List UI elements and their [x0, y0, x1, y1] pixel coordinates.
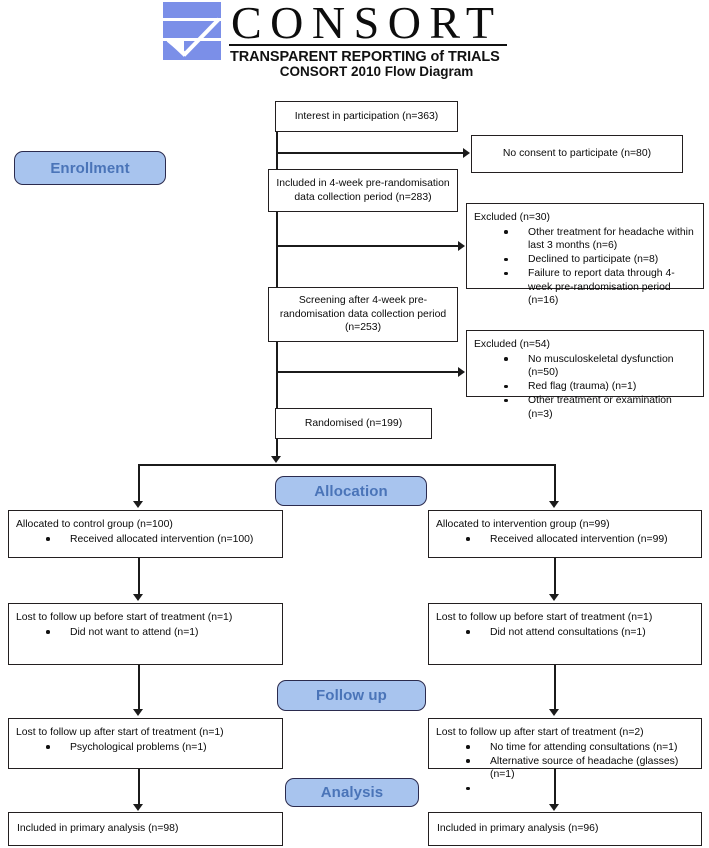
list-item	[466, 782, 695, 796]
arrowhead-analysis-right	[549, 804, 559, 811]
page-title: CONSORT 2010 Flow Diagram	[279, 64, 474, 79]
arrowhead-excluded-30	[458, 241, 465, 251]
arrowhead-lost-after-right	[549, 709, 559, 716]
list-item: Declined to participate (n=8)	[504, 253, 697, 267]
box-lost-after-intervention: Lost to follow up after start of treatme…	[428, 718, 702, 791]
connector-randomised-down	[276, 439, 278, 458]
connector-lost-before-to-after-left	[138, 665, 140, 711]
list-item: Received allocated intervention (n=99)	[466, 533, 695, 547]
list-item: Failure to report data through 4-week pr…	[504, 267, 697, 308]
logo-wordmark: CONSORT	[231, 0, 503, 48]
connector-lost-after-to-analysis-right	[554, 769, 556, 806]
allocated-control-list: Received allocated intervention (n=100)	[16, 533, 276, 547]
box-lost-before-control: Lost to follow up before start of treatm…	[8, 603, 283, 665]
bullet-icon	[504, 230, 508, 234]
lost-before-control-list: Did not want to attend (n=1)	[16, 626, 276, 640]
bullet-icon	[46, 745, 50, 749]
connector-split-left-drop	[138, 464, 140, 502]
box-analysis-intervention: Included in primary analysis (n=96)	[428, 812, 702, 846]
bullet-icon	[466, 786, 470, 791]
connector-split-bar	[138, 464, 555, 466]
list-item: Alternative source of headache (glasses)…	[466, 755, 695, 782]
bullet-icon	[466, 745, 470, 749]
arrowhead-alloc-control	[133, 501, 143, 508]
list-item: Red flag (trauma) (n=1)	[504, 380, 697, 394]
box-interest-in-participation: Interest in participation (n=363)	[275, 101, 458, 132]
list-item: No musculoskeletal dysfunction (n=50)	[504, 353, 697, 380]
bullet-icon	[504, 271, 508, 276]
logo-tagline: TRANSPARENT REPORTING of TRIALS	[230, 49, 500, 65]
logo-divider-rule	[229, 44, 507, 46]
box-allocated-control: Allocated to control group (n=100) Recei…	[8, 510, 283, 558]
box-allocated-intervention: Allocated to intervention group (n=99) R…	[428, 510, 702, 558]
box-randomised: Randomised (n=199)	[275, 408, 432, 439]
stage-badge-followup: Follow up	[277, 680, 426, 711]
box-included-pre-randomisation: Included in 4-week pre-randomisation dat…	[268, 169, 458, 212]
bullet-icon	[504, 257, 508, 262]
connector-lost-after-to-analysis-left	[138, 769, 140, 806]
arrowhead-alloc-intervention	[549, 501, 559, 508]
box-lost-after-control: Lost to follow up after start of treatme…	[8, 718, 283, 769]
logo-checkmark-icon	[163, 2, 221, 60]
stage-badge-analysis: Analysis	[285, 778, 419, 807]
list-item: Did not attend consultations (n=1)	[466, 626, 695, 640]
list-item: Received allocated intervention (n=100)	[46, 533, 276, 547]
connector-screening-to-randomised	[276, 342, 278, 409]
bullet-icon	[466, 759, 470, 763]
box-no-consent: No consent to participate (n=80)	[471, 135, 683, 173]
box-screening: Screening after 4-week pre- randomisatio…	[268, 287, 458, 342]
arrowhead-randomised-split	[271, 456, 281, 463]
bullet-icon	[504, 357, 508, 361]
lost-after-intervention-list: No time for attending consultations (n=1…	[436, 741, 695, 796]
bullet-icon	[466, 630, 470, 634]
allocated-intervention-list: Received allocated intervention (n=99)	[436, 533, 695, 547]
connector-lost-before-to-after-right	[554, 665, 556, 711]
connector-interest-to-included	[276, 132, 278, 170]
bullet-icon	[46, 630, 50, 634]
connector-alloc-to-lost-before-left	[138, 558, 140, 596]
lost-before-intervention-list: Did not attend consultations (n=1)	[436, 626, 695, 640]
list-item: Did not want to attend (n=1)	[46, 626, 276, 640]
lost-after-control-list: Psychological problems (n=1)	[16, 741, 276, 755]
list-item: Psychological problems (n=1)	[46, 741, 276, 755]
connector-alloc-to-lost-before-right	[554, 558, 556, 596]
logo-band-top	[163, 2, 221, 18]
arrowhead-analysis-left	[133, 804, 143, 811]
list-item: Other treatment or examination (n=3)	[504, 394, 697, 421]
box-excluded-54: Excluded (n=54) No musculoskeletal dysfu…	[466, 330, 704, 420]
list-item: No time for attending consultations (n=1…	[466, 741, 695, 755]
box-lost-before-intervention: Lost to follow up before start of treatm…	[428, 603, 702, 665]
arrowhead-no-consent	[463, 148, 470, 158]
connector-to-excluded-30	[276, 245, 458, 247]
connector-included-to-screening	[276, 212, 278, 288]
bullet-icon	[46, 537, 50, 541]
excluded-30-list: Other treatment for headache within last…	[474, 226, 697, 308]
stage-badge-enrollment: Enrollment	[14, 151, 166, 185]
arrowhead-excluded-54	[458, 367, 465, 377]
diagram-header: CONSORT TRANSPARENT REPORTING of TRIALS …	[0, 0, 709, 90]
box-analysis-control: Included in primary analysis (n=98)	[8, 812, 283, 846]
arrowhead-lost-before-left	[133, 594, 143, 601]
excluded-54-list: No musculoskeletal dysfunction (n=50) Re…	[474, 353, 697, 422]
arrowhead-lost-before-right	[549, 594, 559, 601]
bullet-icon	[504, 384, 508, 389]
connector-split-right-drop	[554, 464, 556, 502]
arrowhead-lost-after-left	[133, 709, 143, 716]
box-excluded-30: Excluded (n=30) Other treatment for head…	[466, 203, 704, 306]
stage-badge-allocation: Allocation	[275, 476, 427, 506]
list-item: Other treatment for headache within last…	[504, 226, 697, 253]
bullet-icon	[504, 398, 508, 403]
connector-to-excluded-54	[276, 371, 458, 373]
connector-to-no-consent	[276, 152, 463, 154]
consort-logo-icon	[163, 2, 221, 60]
bullet-icon	[466, 537, 470, 541]
